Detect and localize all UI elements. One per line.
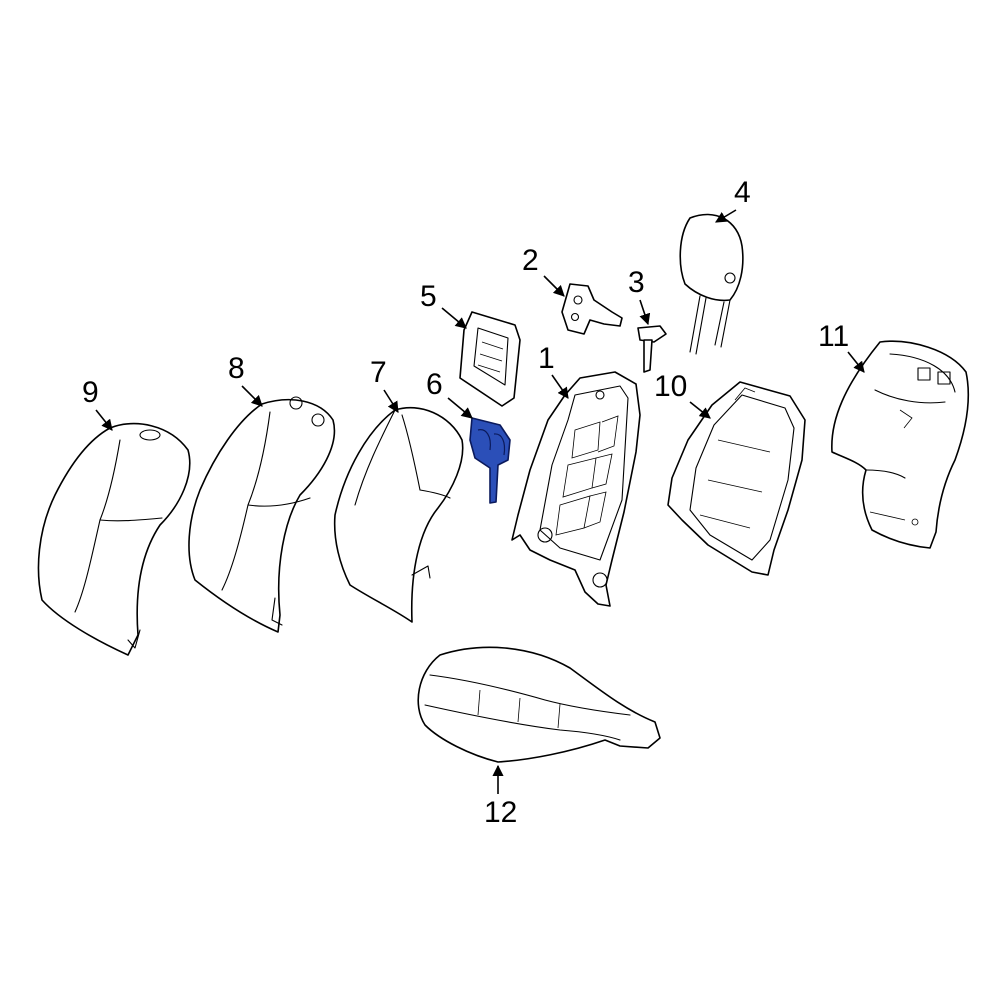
svg-text:5: 5 bbox=[420, 280, 437, 313]
part-12-seat-cushion[interactable] bbox=[417, 646, 661, 763]
svg-text:11: 11 bbox=[818, 320, 849, 353]
callout-4: 4 bbox=[715, 176, 751, 223]
part-6-highlighted-module[interactable] bbox=[469, 417, 511, 504]
part-4-headrest[interactable] bbox=[679, 213, 744, 355]
callout-2: 2 bbox=[522, 244, 565, 297]
part-9-seatback-cover[interactable] bbox=[37, 422, 191, 656]
part-3-guide[interactable] bbox=[637, 325, 667, 373]
callout-3: 3 bbox=[628, 266, 651, 326]
callout-12: 12 bbox=[484, 764, 517, 829]
part-1-seatback-frame[interactable] bbox=[511, 371, 641, 607]
svg-text:9: 9 bbox=[82, 376, 99, 409]
callouts: 1 2 3 4 5 6 7 8 bbox=[82, 176, 865, 829]
svg-text:4: 4 bbox=[734, 176, 751, 209]
svg-text:12: 12 bbox=[484, 796, 517, 829]
callout-8: 8 bbox=[228, 352, 263, 407]
svg-text:3: 3 bbox=[628, 266, 645, 299]
callout-10: 10 bbox=[654, 370, 711, 419]
callout-6: 6 bbox=[426, 368, 473, 419]
part-8-cushion-cover[interactable] bbox=[188, 396, 336, 633]
part-5-lumbar-panel[interactable] bbox=[459, 311, 521, 407]
callout-11: 11 bbox=[818, 320, 865, 373]
callout-9: 9 bbox=[82, 376, 113, 431]
part-7-foam-pad[interactable] bbox=[333, 406, 464, 623]
callout-7: 7 bbox=[370, 356, 399, 413]
part-10-rear-panel[interactable] bbox=[667, 381, 806, 576]
svg-text:10: 10 bbox=[654, 370, 687, 403]
svg-text:7: 7 bbox=[370, 356, 387, 389]
svg-text:8: 8 bbox=[228, 352, 245, 385]
part-11-back-shell[interactable] bbox=[831, 340, 970, 549]
callout-5: 5 bbox=[420, 280, 467, 329]
part-2-bracket[interactable] bbox=[561, 283, 623, 335]
svg-text:2: 2 bbox=[522, 244, 539, 277]
callout-1: 1 bbox=[538, 342, 569, 399]
svg-text:6: 6 bbox=[426, 368, 443, 401]
svg-text:1: 1 bbox=[538, 342, 555, 375]
